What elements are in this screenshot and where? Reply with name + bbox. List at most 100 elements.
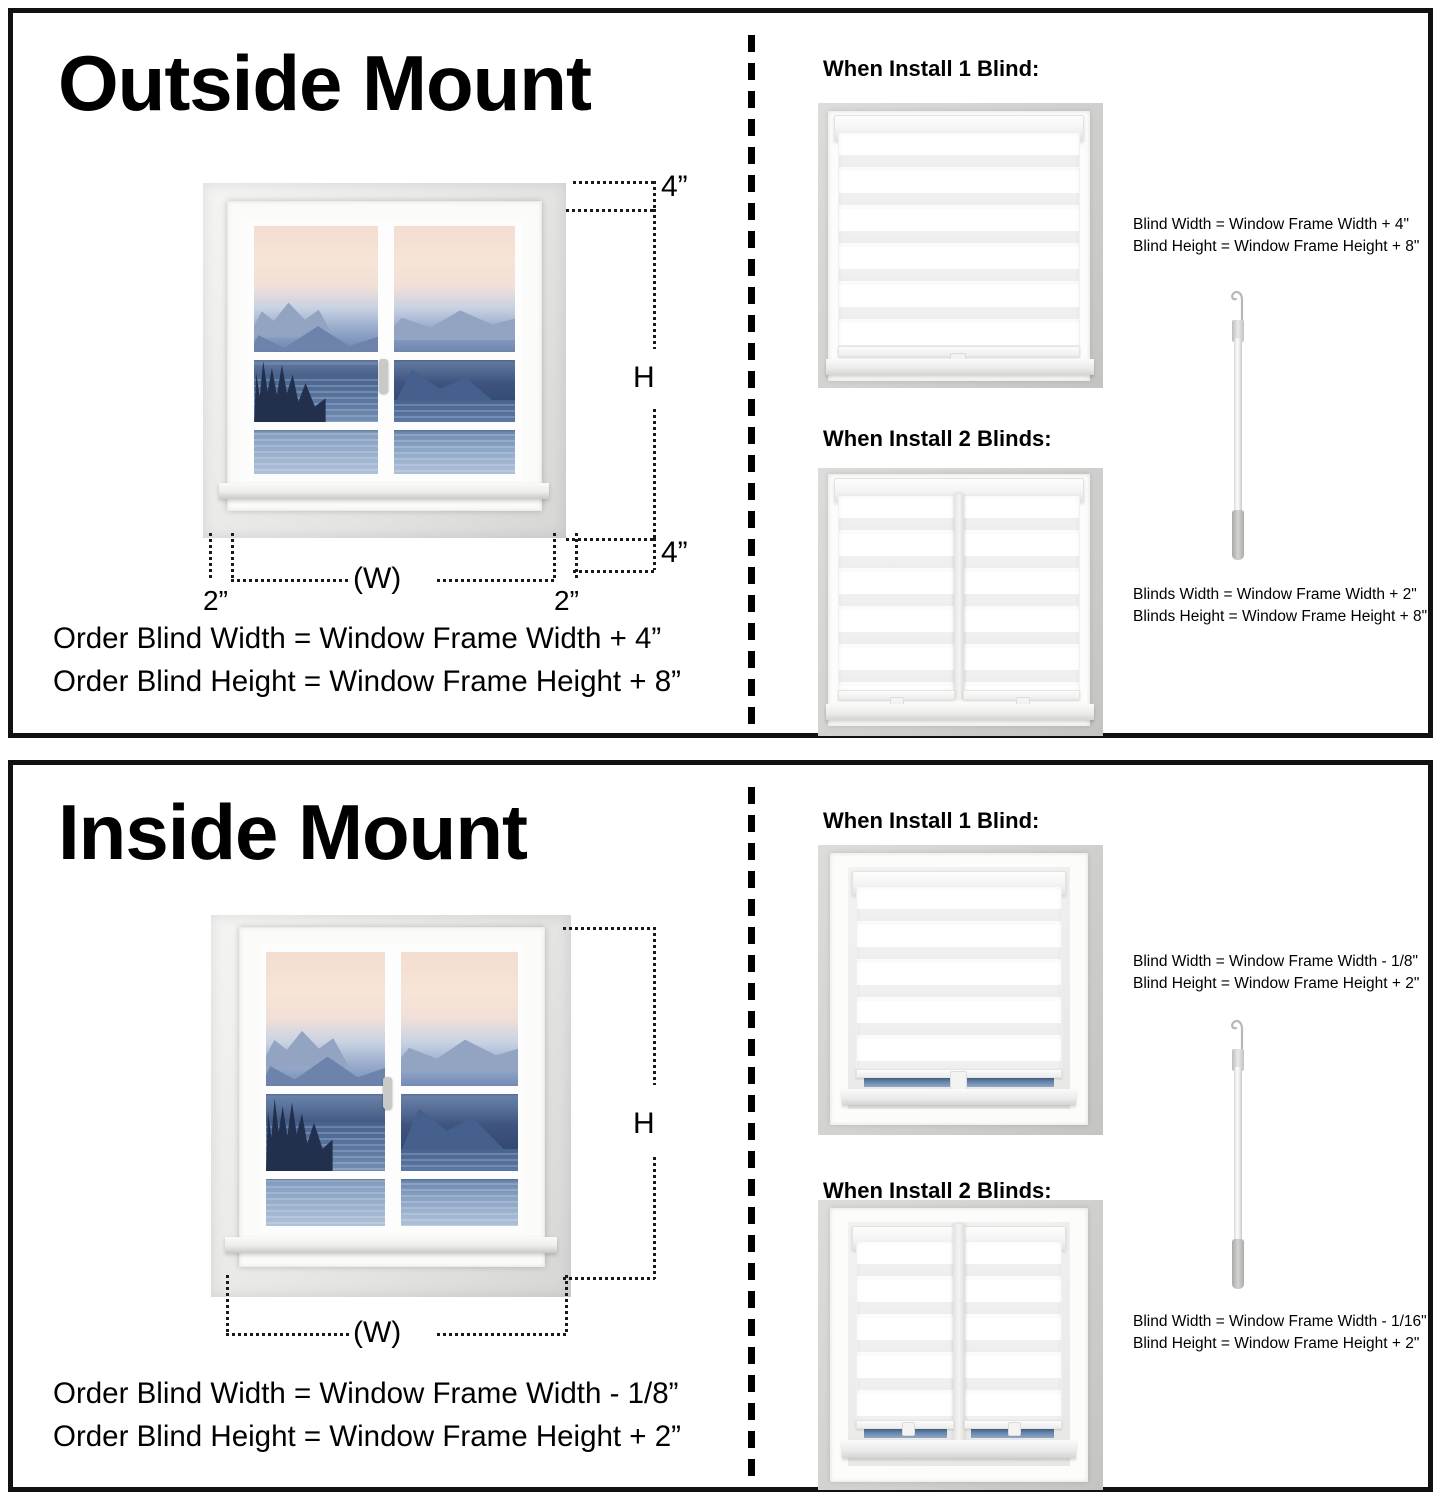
- dim-line-bottom-outer: [573, 570, 655, 573]
- dim-label-inside-height: H: [633, 1107, 655, 1140]
- outside-2-note-width: Blinds Width = Window Frame Width + 2": [1133, 586, 1417, 603]
- outside-order-height-line: Order Blind Height = Window Frame Height…: [53, 665, 681, 698]
- zebra-blind-fabric-left: [838, 496, 955, 692]
- dim-label-top-4in: 4”: [661, 170, 688, 203]
- inside-mount-title: Inside Mount: [58, 788, 528, 876]
- dim-label-right-2in: 2”: [554, 585, 579, 616]
- outside-order-width-line: Order Blind Width = Window Frame Width +…: [53, 622, 662, 655]
- scenery-right: [393, 226, 516, 474]
- inside-order-width-line: Order Blind Width = Window Frame Width -…: [53, 1377, 679, 1410]
- outside-mount-title: Outside Mount: [58, 39, 592, 127]
- dim-tick-inside-right: [565, 1275, 568, 1335]
- window-sill: [842, 1440, 1076, 1458]
- blind-pull-tab-left: [902, 1422, 915, 1436]
- blind-control-wand-inside: [1218, 1017, 1258, 1292]
- scenery-left: [266, 952, 385, 1226]
- dim-line-width-right: [437, 579, 555, 582]
- lake-water: [393, 399, 515, 474]
- window-glass-area: [247, 219, 522, 481]
- mountain-far: [266, 1030, 350, 1068]
- outside-panel-divider: [748, 35, 755, 725]
- window-photo-inside: [211, 915, 571, 1297]
- zebra-blind-fabric-right: [964, 1242, 1062, 1424]
- scenery-right: [401, 952, 518, 1226]
- dim-tick-right-inner: [553, 533, 556, 581]
- window-sill: [826, 359, 1094, 375]
- outside-install-1-heading: When Install 1 Blind:: [823, 56, 1040, 81]
- blind-control-wand-outside: [1218, 288, 1258, 563]
- window-glass-area: [259, 945, 525, 1233]
- inside-2-note-width: Blind Width = Window Frame Width - 1/16": [1133, 1313, 1427, 1330]
- wand-grip: [1232, 1239, 1244, 1289]
- dim-line-inside-width-right: [437, 1333, 567, 1336]
- muntin-bar-lower: [393, 421, 515, 430]
- wand-hook-icon: [1231, 1019, 1244, 1051]
- muntin-bar-upper: [401, 1086, 518, 1095]
- dim-label-bottom-4in: 4”: [661, 536, 688, 569]
- dim-label-width: (W): [353, 562, 402, 595]
- inside-2-note-height: Blind Height = Window Frame Height + 2": [1133, 1335, 1420, 1352]
- zebra-blind-fabric-left: [856, 1242, 954, 1424]
- blind-figure-inside-1: [818, 845, 1103, 1135]
- outside-mount-panel: Outside Mount: [8, 8, 1433, 738]
- window-sill: [219, 483, 549, 499]
- dim-line-inside-height-upper: [653, 927, 656, 1085]
- window-sash-left: [259, 945, 392, 1233]
- dim-label-height: H: [633, 361, 655, 394]
- dim-line-inside-height-lower: [653, 1157, 656, 1279]
- dim-line-inside-width-left: [226, 1333, 351, 1336]
- blind-center-divider: [954, 494, 964, 699]
- outside-install-2-heading: When Install 2 Blinds:: [823, 426, 1052, 451]
- window-sash-right: [392, 945, 525, 1233]
- muntin-bar-upper: [393, 352, 515, 361]
- mountain-far: [401, 1039, 518, 1073]
- outside-1-note-height: Blind Height = Window Frame Height + 8": [1133, 238, 1420, 255]
- dim-line-height-lower: [653, 409, 656, 539]
- wand-collar: [1232, 1049, 1244, 1071]
- lake-water: [401, 1149, 518, 1226]
- outside-1-note-width: Blind Width = Window Frame Width + 4": [1133, 216, 1409, 233]
- dim-tick-right-outer: [575, 533, 578, 581]
- muntin-bar-lower: [266, 1171, 385, 1180]
- dim-line-inside-top: [563, 927, 655, 930]
- dim-tick-bottom: [653, 538, 656, 570]
- window-sill: [225, 1237, 557, 1253]
- window-sash-right: [384, 219, 522, 481]
- blind-figure-inside-2: [818, 1200, 1103, 1490]
- mountain-far: [393, 310, 516, 341]
- dim-tick-inside-left: [226, 1275, 229, 1335]
- blind-pull-tab: [950, 1071, 967, 1091]
- dim-tick-left-inner: [231, 533, 234, 581]
- dim-line-height-upper: [653, 209, 656, 349]
- muntin-bar-lower: [401, 1171, 518, 1180]
- dim-tick-top: [653, 181, 656, 209]
- zebra-blind-fabric-right: [963, 496, 1080, 692]
- inside-order-height-line: Order Blind Height = Window Frame Height…: [53, 1420, 681, 1453]
- dim-line-bottom-inner: [566, 538, 655, 541]
- muntin-bar-lower: [254, 421, 378, 430]
- inside-1-note-height: Blind Height = Window Frame Height + 2": [1133, 975, 1420, 992]
- wand-collar: [1232, 320, 1244, 342]
- dim-line-inside-bottom: [563, 1277, 655, 1280]
- window-photo-outside: [203, 183, 566, 538]
- dim-line-top-outer: [573, 181, 655, 184]
- inside-mount-panel: Inside Mount: [8, 760, 1433, 1492]
- window-sill: [842, 1089, 1076, 1105]
- blind-figure-outside-1: [818, 103, 1103, 388]
- dim-label-left-2in: 2”: [203, 585, 228, 616]
- zebra-blind-fabric: [856, 887, 1062, 1073]
- inside-install-2-heading: When Install 2 Blinds:: [823, 1178, 1052, 1203]
- inside-1-note-width: Blind Width = Window Frame Width - 1/8": [1133, 953, 1419, 970]
- scenery-left: [253, 226, 378, 474]
- muntin-bar-upper: [266, 1086, 385, 1095]
- window-sash-left: [247, 219, 385, 481]
- zebra-blind-fabric: [838, 133, 1080, 348]
- muntin-bar-upper: [254, 352, 378, 361]
- dim-line-top-inner: [566, 209, 655, 212]
- wand-shaft: [1234, 1067, 1242, 1242]
- blind-center-divider: [953, 1224, 965, 1440]
- dim-line-width-left: [231, 579, 351, 582]
- wand-shaft: [1234, 338, 1242, 513]
- blind-figure-outside-2: [818, 468, 1103, 736]
